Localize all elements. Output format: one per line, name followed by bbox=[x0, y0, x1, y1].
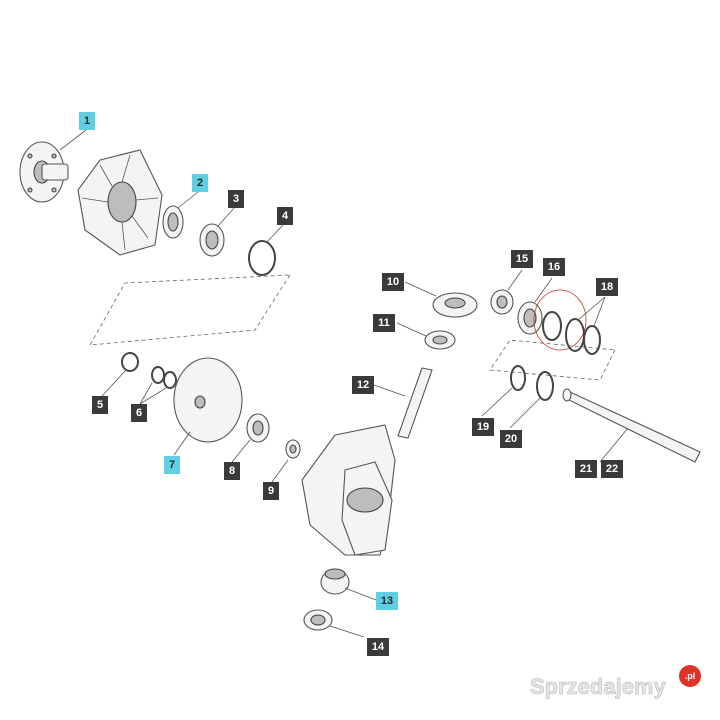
svg-text:12: 12 bbox=[357, 379, 369, 391]
label-2: 2 bbox=[192, 174, 208, 192]
part-3-bearing bbox=[199, 223, 225, 257]
part-8-bearing bbox=[246, 413, 270, 443]
label-15: 15 bbox=[511, 250, 533, 268]
highlight-ring bbox=[533, 289, 587, 351]
label-3: 3 bbox=[228, 190, 244, 208]
label-6: 6 bbox=[131, 404, 147, 422]
part-16-bearing bbox=[517, 301, 543, 335]
assembly-outline-left bbox=[89, 274, 291, 346]
part-19-ring bbox=[510, 365, 526, 391]
svg-text:8: 8 bbox=[229, 465, 235, 477]
label-5: 5 bbox=[92, 396, 108, 414]
gearbox-housing bbox=[301, 424, 396, 556]
svg-text:14: 14 bbox=[372, 641, 385, 653]
label-13: 13 bbox=[376, 592, 398, 610]
label-12: 12 bbox=[352, 376, 374, 394]
part-11-bearing bbox=[424, 330, 456, 350]
svg-text:10: 10 bbox=[387, 276, 399, 288]
part-6-rings bbox=[151, 366, 177, 389]
label-8: 8 bbox=[224, 462, 240, 480]
part-2-housing-cover bbox=[77, 149, 163, 256]
label-16: 16 bbox=[543, 258, 565, 276]
assembly-outline-right bbox=[489, 339, 616, 381]
svg-text:3: 3 bbox=[233, 193, 239, 205]
label-4: 4 bbox=[277, 207, 293, 225]
label-10: 10 bbox=[382, 273, 404, 291]
label-18: 18 bbox=[596, 278, 618, 296]
svg-text:20: 20 bbox=[505, 433, 517, 445]
part-21-drive-shaft bbox=[562, 388, 701, 463]
svg-text:22: 22 bbox=[606, 463, 618, 475]
svg-text:4: 4 bbox=[282, 210, 289, 222]
part-2-seal bbox=[162, 205, 184, 239]
label-20: 20 bbox=[500, 430, 522, 448]
label-11: 11 bbox=[373, 314, 395, 332]
watermark-text: Sprzedajemy bbox=[530, 674, 666, 699]
svg-text:2: 2 bbox=[197, 177, 203, 189]
svg-text:18: 18 bbox=[601, 281, 613, 293]
label-7: 7 bbox=[164, 456, 180, 474]
part-12-pinion-shaft bbox=[397, 367, 433, 439]
svg-text:5: 5 bbox=[97, 399, 103, 411]
part-9-washer bbox=[285, 439, 301, 459]
label-19: 19 bbox=[472, 418, 494, 436]
watermark-suffix: .pl bbox=[685, 671, 696, 681]
leader-lines bbox=[59, 129, 629, 638]
part-10-bevel-gear bbox=[432, 292, 478, 318]
label-14: 14 bbox=[367, 638, 389, 656]
part-20-ring bbox=[536, 371, 554, 401]
watermark: Sprzedajemy .pl bbox=[530, 665, 701, 699]
part-18-rings bbox=[542, 311, 601, 355]
svg-text:21: 21 bbox=[580, 463, 592, 475]
part-7-disc bbox=[173, 357, 243, 443]
part-14-seal bbox=[303, 609, 333, 631]
svg-text:16: 16 bbox=[548, 261, 560, 273]
svg-text:19: 19 bbox=[477, 421, 489, 433]
svg-text:9: 9 bbox=[268, 485, 274, 497]
svg-text:13: 13 bbox=[381, 595, 393, 607]
part-15-gear bbox=[490, 289, 514, 315]
watermark-dot-icon bbox=[679, 665, 701, 687]
label-22: 22 bbox=[601, 460, 623, 478]
svg-text:11: 11 bbox=[378, 317, 390, 329]
label-21: 21 bbox=[575, 460, 597, 478]
label-1: 1 bbox=[79, 112, 95, 130]
label-9: 9 bbox=[263, 482, 279, 500]
part-5-o-ring bbox=[121, 352, 139, 372]
svg-text:7: 7 bbox=[169, 459, 175, 471]
part-1-flange-hub bbox=[19, 141, 69, 203]
part-13-bushing bbox=[320, 568, 350, 595]
svg-text:6: 6 bbox=[136, 407, 142, 419]
part-4-circlip bbox=[248, 240, 276, 276]
svg-text:15: 15 bbox=[516, 253, 528, 265]
svg-text:1: 1 bbox=[84, 115, 90, 127]
